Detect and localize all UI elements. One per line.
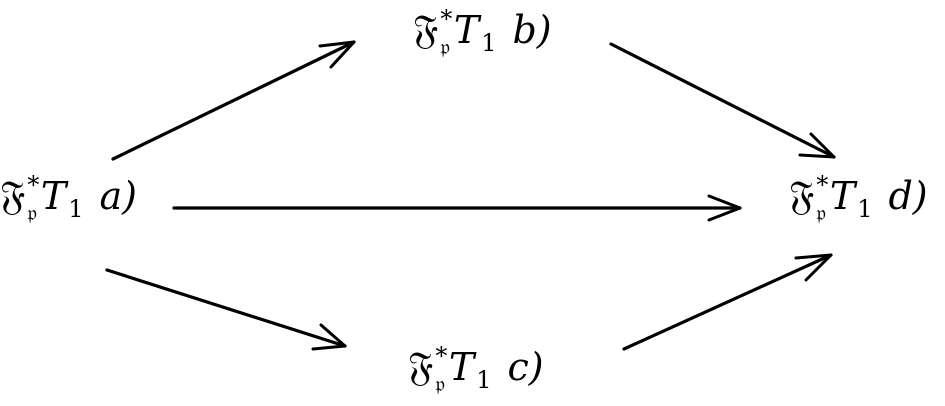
edge-a-to-c bbox=[105, 268, 347, 351]
edge-b-to-d bbox=[609, 42, 836, 159]
edge-c-to-d bbox=[622, 253, 833, 351]
edge-a-to-b bbox=[111, 40, 356, 161]
edge-a-to-d bbox=[172, 194, 742, 222]
